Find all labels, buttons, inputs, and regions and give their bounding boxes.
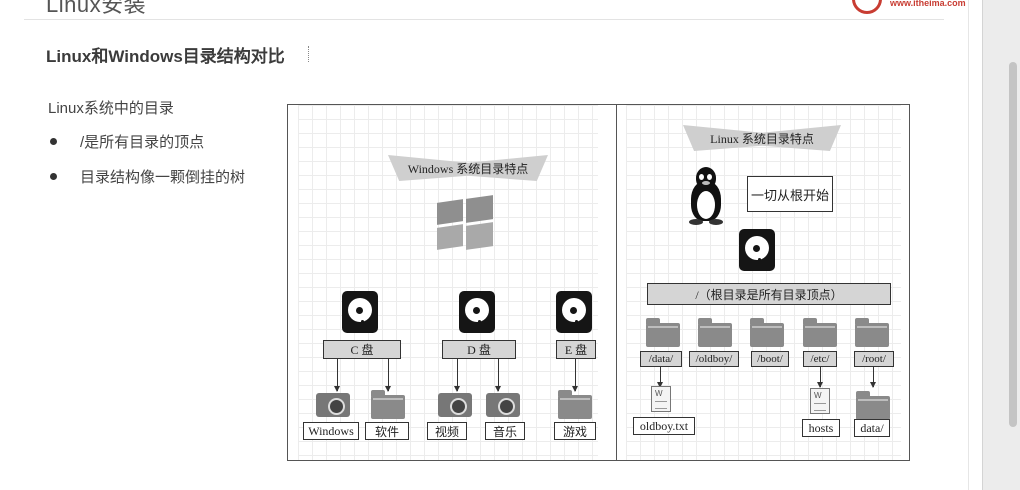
dir-label-data: /data/ — [640, 351, 682, 367]
drive-c-label: C 盘 — [323, 340, 401, 359]
folder-icon — [646, 318, 680, 347]
arrow-down — [572, 359, 578, 392]
directory-comparison-figure: Windows 系统目录特点 C 盘 D 盘 E 盘 Windows 软件 视频… — [287, 104, 910, 461]
root-callout: 一切从根开始 — [747, 176, 833, 212]
folder-icon — [371, 390, 405, 419]
tux-penguin-icon — [687, 167, 725, 227]
header-divider — [24, 19, 944, 20]
folder-label-windows: Windows — [303, 422, 359, 440]
windows-logo-icon — [437, 195, 493, 250]
arrow-down — [817, 367, 823, 388]
bullet-text: 目录结构像一颗倒挂的树 — [80, 169, 246, 186]
intro-text: Linux系统中的目录 — [48, 100, 174, 117]
bullet-item: 目录结构像一颗倒挂的树 — [48, 166, 245, 187]
page-title: Linux和Windows目录结构对比 — [46, 47, 285, 66]
logo-url: www.itheima.com — [890, 0, 966, 8]
folder-label-software: 软件 — [365, 422, 409, 440]
dir-label-data-child: data/ — [854, 419, 890, 437]
folder-label-music: 音乐 — [485, 422, 525, 440]
arrow-down — [454, 359, 460, 392]
header-title: Linux安装 — [46, 0, 147, 17]
page-edge — [968, 0, 969, 490]
hard-disk-icon — [556, 291, 592, 333]
hard-disk-icon — [739, 229, 775, 271]
hard-disk-icon — [459, 291, 495, 333]
arrow-down — [657, 367, 663, 388]
bullet-item: /是所有目录的顶点 — [48, 131, 204, 152]
drive-d-label: D 盘 — [442, 340, 516, 359]
scrollbar-thumb[interactable] — [1009, 62, 1017, 427]
drive-e-label: E 盘 — [556, 340, 596, 359]
folder-icon — [855, 318, 889, 347]
folder-icon — [558, 390, 592, 419]
bullet-text: /是所有目录的顶点 — [80, 134, 205, 151]
folder-label-video: 视频 — [427, 422, 467, 440]
dir-label-oldboy: /oldboy/ — [689, 351, 739, 367]
dir-label-boot: /boot/ — [751, 351, 789, 367]
dir-label-root: /root/ — [854, 351, 894, 367]
file-label-oldboy-txt: oldboy.txt — [633, 417, 695, 435]
folder-icon — [803, 318, 837, 347]
arrow-down — [385, 359, 391, 392]
root-directory-bar: /（根目录是所有目录顶点） — [647, 283, 891, 305]
drive-icon — [438, 393, 472, 417]
arrow-down — [495, 359, 501, 392]
drive-icon — [316, 393, 350, 417]
arrow-down — [334, 359, 340, 392]
document-icon — [810, 388, 830, 414]
folder-icon — [698, 318, 732, 347]
bullet-dot-icon — [50, 138, 57, 145]
text-cursor — [308, 46, 309, 62]
dir-label-etc: /etc/ — [803, 351, 837, 367]
grid-background — [626, 105, 901, 460]
folder-icon — [750, 318, 784, 347]
document-icon — [651, 386, 671, 412]
hard-disk-icon — [342, 291, 378, 333]
folder-label-games: 游戏 — [554, 422, 596, 440]
logo-icon — [852, 0, 882, 14]
file-label-hosts: hosts — [802, 419, 840, 437]
folder-icon — [856, 391, 890, 420]
figure-divider — [616, 105, 617, 460]
bullet-dot-icon — [50, 173, 57, 180]
drive-icon — [486, 393, 520, 417]
arrow-down — [870, 367, 876, 388]
